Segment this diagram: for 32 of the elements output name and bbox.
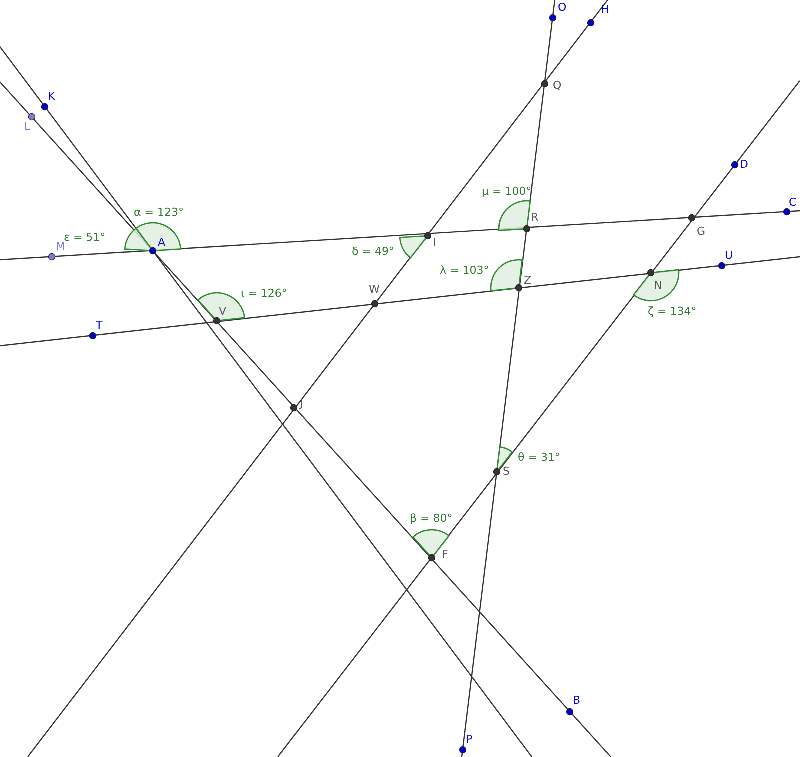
point-label: D — [740, 158, 748, 171]
point-label: H — [601, 3, 610, 16]
point-label: F — [442, 548, 448, 561]
angle-label: α = 123° — [134, 206, 184, 219]
point-label: U — [725, 249, 734, 262]
point-label: L — [24, 120, 30, 133]
point-label: Q — [553, 79, 562, 92]
point-label: W — [369, 283, 380, 296]
point-label: V — [219, 305, 227, 318]
point-label: O — [558, 1, 567, 14]
point-label: B — [573, 694, 581, 707]
point-label: M — [56, 240, 66, 253]
point-label: S — [503, 465, 510, 478]
point-label: Z — [524, 274, 532, 287]
point-label: N — [654, 279, 662, 292]
angle-label: λ = 103° — [440, 264, 490, 277]
angle-label: ε = 51° — [64, 231, 106, 244]
point-label: G — [697, 225, 706, 238]
point-label: I — [433, 236, 436, 249]
angle-label: β = 80° — [410, 512, 453, 525]
point-label: T — [96, 319, 103, 332]
angle-label: θ = 31° — [518, 451, 560, 464]
point-label: P — [466, 733, 473, 746]
point-label: C — [789, 196, 797, 209]
point-label: R — [531, 211, 539, 224]
angle-label: μ = 100° — [482, 185, 532, 198]
angle-label: ι = 126° — [241, 287, 288, 300]
angle-label: ζ = 134° — [648, 305, 697, 318]
point-label: K — [48, 90, 56, 103]
angle-label: δ = 49° — [352, 245, 394, 258]
point-label: J — [300, 397, 304, 410]
point-label: A — [158, 236, 166, 249]
